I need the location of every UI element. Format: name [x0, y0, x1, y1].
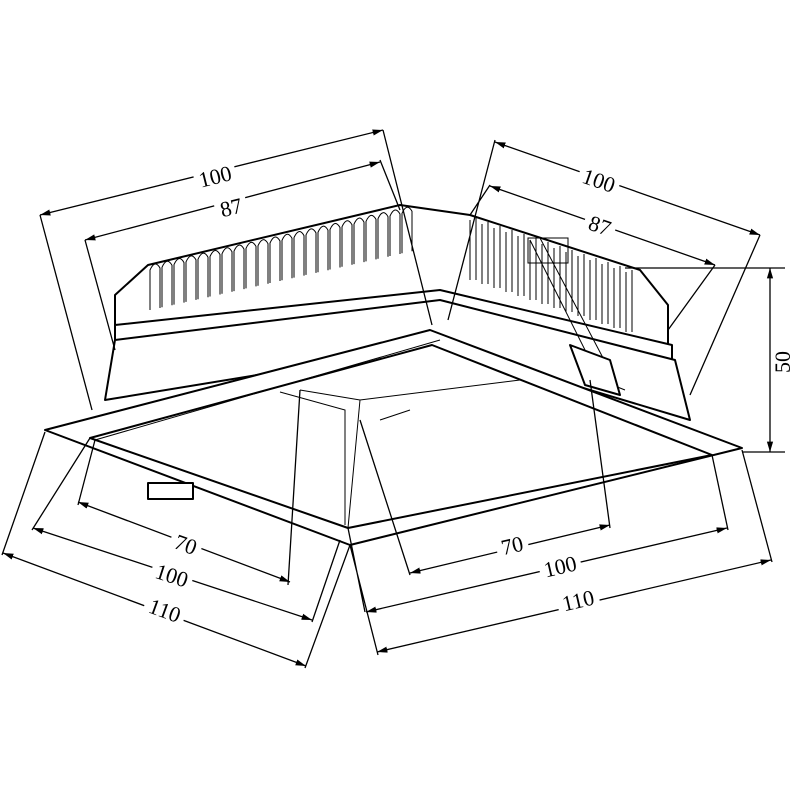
heatsink-fin	[389, 209, 401, 256]
heatsink-fin	[601, 262, 609, 324]
heatsink-fin	[185, 255, 197, 302]
dim-height-50: 50	[770, 351, 795, 373]
heatsink-fin	[589, 258, 597, 320]
heatsink-fin	[173, 258, 185, 305]
heatsink-fin	[481, 222, 489, 284]
heatsink-fin	[613, 266, 621, 328]
heatsink-fin	[401, 206, 413, 254]
clip-bracket	[147, 482, 194, 500]
heatsink-fin	[149, 263, 161, 310]
dim-top-left-100: 100	[196, 160, 234, 192]
heatsink-fin	[233, 244, 245, 292]
heatsink-fin	[469, 218, 477, 280]
heatsink-fin	[245, 241, 257, 289]
heatsink-fin	[209, 250, 221, 297]
heatsink-fin	[221, 247, 233, 294]
heatsink-fin	[625, 270, 633, 332]
dim-bottom-right-100: 100	[541, 551, 579, 583]
heatsink-fin	[161, 260, 173, 308]
dim-bottom-right-70: 70	[499, 531, 526, 560]
extension-lines	[1, 129, 785, 669]
dim-bottom-right-110: 110	[560, 585, 597, 617]
heatsink-fin	[197, 252, 209, 300]
